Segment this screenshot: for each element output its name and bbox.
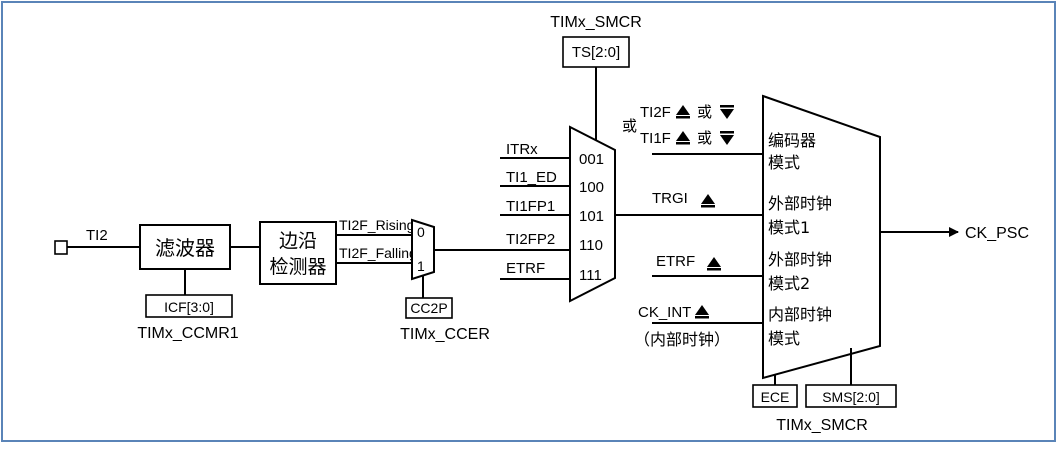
cc2p-field-box xyxy=(405,297,453,319)
ck-int-note: （内部时钟） xyxy=(634,330,730,349)
outer-border xyxy=(1,1,1056,442)
ece-field-box xyxy=(752,384,798,408)
mode-ext1-line2: 模式1 xyxy=(768,218,810,237)
rising-edge-icon xyxy=(676,105,690,119)
encoder-or-inner-2: 或 xyxy=(697,129,712,147)
rising-edge-icon xyxy=(676,131,690,145)
sms-field: SMS[2:0] xyxy=(822,389,880,405)
mode-encoder-line2: 模式 xyxy=(768,153,800,172)
mux2-in1: 1 xyxy=(417,258,425,274)
encoder-or: 或 xyxy=(622,117,637,135)
sms-field-box xyxy=(805,384,897,408)
icf-field: ICF[3:0] xyxy=(164,299,214,315)
filter-label: 滤波器 xyxy=(155,236,215,260)
slave-mode-block xyxy=(762,94,881,380)
trgi-label: TRGI xyxy=(652,190,688,207)
trigger-selector xyxy=(569,125,616,303)
ck-int-label: CK_INT xyxy=(638,304,691,321)
rising-edge-icon xyxy=(707,257,721,271)
ts-reg-name: TIMx_SMCR xyxy=(550,14,642,31)
edge-detector-line2: 检测器 xyxy=(269,256,326,278)
mode-ext2-line2: 模式2 xyxy=(768,274,810,293)
code-111: 111 xyxy=(579,267,602,284)
falling-edge-icon xyxy=(720,105,734,119)
input-label-ti1ed: TI1_ED xyxy=(506,169,557,186)
encoder-line1-prefix: TI2F xyxy=(640,104,671,121)
mux2-reg-name: TIMx_CCER xyxy=(400,326,490,343)
mode-int-line1: 内部时钟 xyxy=(768,305,832,324)
etrf-label: ETRF xyxy=(656,253,695,270)
code-101: 101 xyxy=(579,208,604,225)
falling-label: TI2F_Falling xyxy=(339,245,417,261)
rising-edge-icon xyxy=(701,194,715,208)
code-001: 001 xyxy=(579,151,604,168)
ts-field: TS[2:0] xyxy=(572,44,620,61)
input-label-etrf: ETRF xyxy=(506,260,545,277)
icf-field-box xyxy=(145,294,233,318)
encoder-line2-prefix: TI1F xyxy=(640,130,671,147)
mode-encoder-line1: 编码器 xyxy=(768,131,816,150)
input-pin xyxy=(54,240,68,255)
mode-ext1-line1: 外部时钟 xyxy=(768,194,832,213)
polarity-mux xyxy=(411,218,435,281)
mode-int-line2: 模式 xyxy=(768,329,800,348)
filter-reg-name: TIMx_CCMR1 xyxy=(137,325,238,342)
mode-reg-name: TIMx_SMCR xyxy=(776,417,868,434)
input-label: TI2 xyxy=(86,227,108,244)
code-110: 110 xyxy=(579,237,603,254)
output-label: CK_PSC xyxy=(965,225,1029,242)
edge-detector-box xyxy=(259,221,337,285)
input-label-ti1fp1: TI1FP1 xyxy=(506,198,555,215)
mode-ext2-line1: 外部时钟 xyxy=(768,250,832,269)
mux2-in0: 0 xyxy=(417,224,425,240)
rising-edge-icon xyxy=(695,305,709,319)
encoder-or-inner-1: 或 xyxy=(697,103,712,121)
input-label-itrx: ITRx xyxy=(506,141,538,158)
ts-field-box xyxy=(562,36,630,68)
code-100: 100 xyxy=(579,179,604,196)
input-label-ti2fp2: TI2FP2 xyxy=(506,231,555,248)
cc2p-field: CC2P xyxy=(410,300,447,316)
edge-detector-line1: 边沿 xyxy=(279,230,317,252)
falling-edge-icon xyxy=(720,131,734,145)
rising-label: TI2F_Rising xyxy=(339,217,414,233)
ece-field: ECE xyxy=(761,389,790,405)
